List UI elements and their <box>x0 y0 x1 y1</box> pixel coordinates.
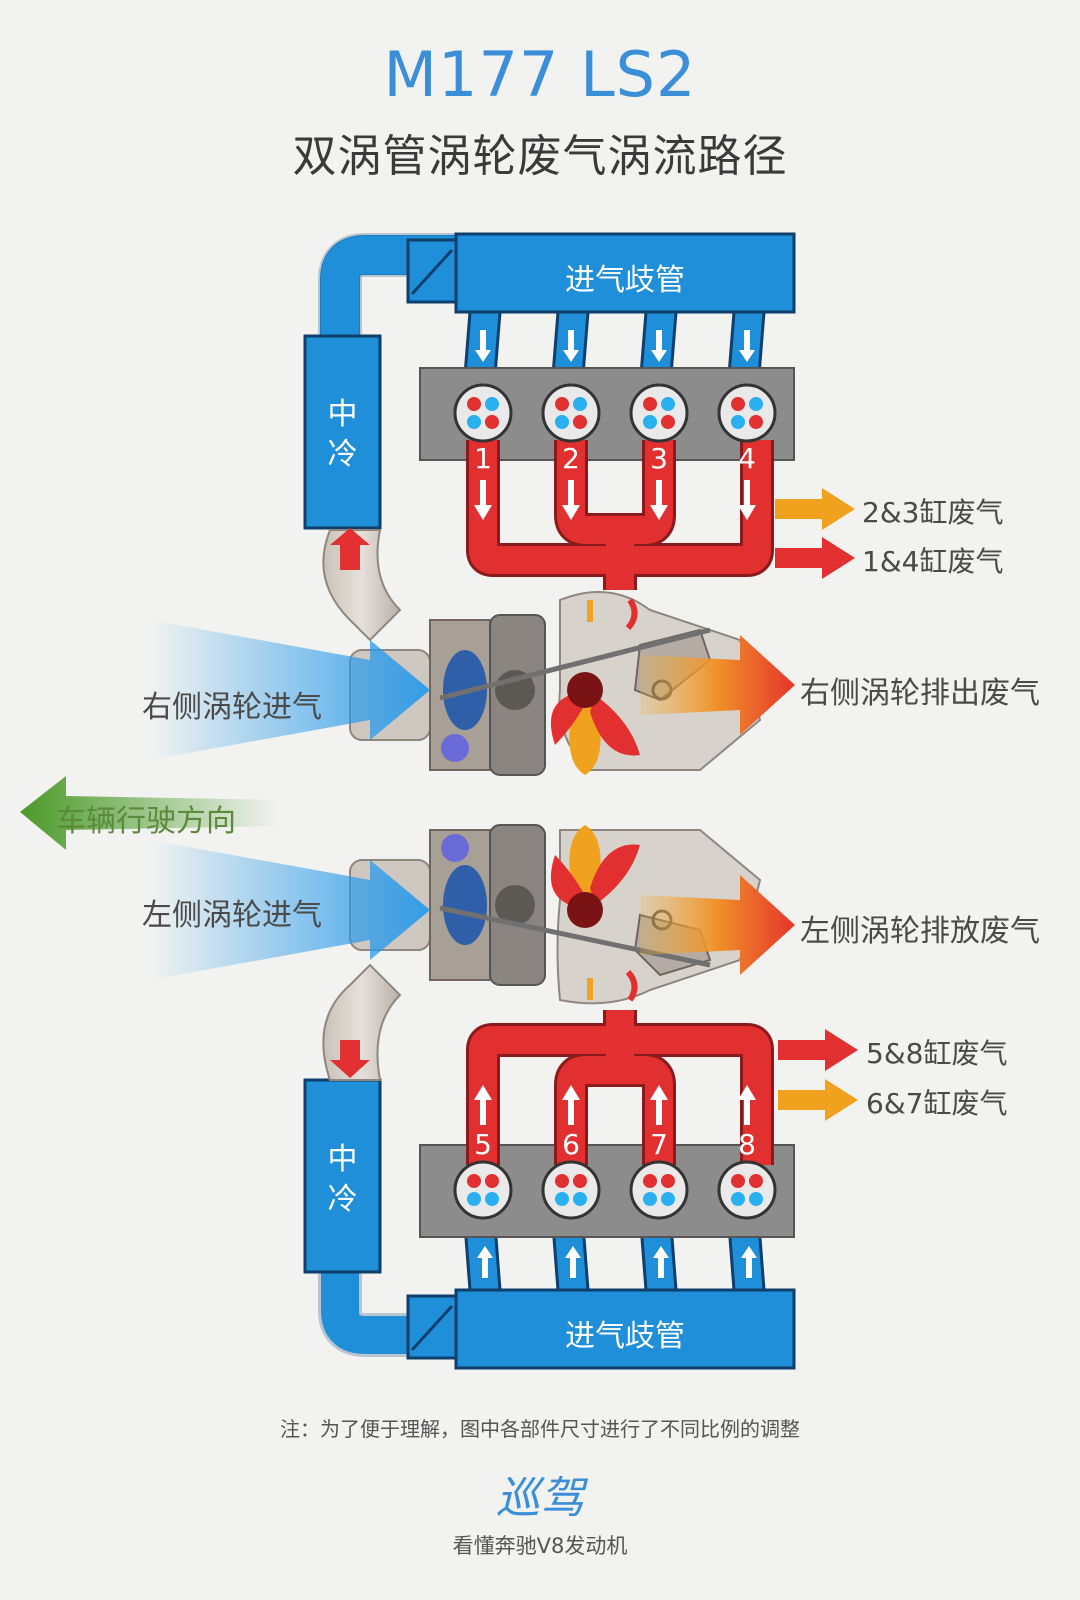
legend-label-67: 6&7缸废气 <box>866 1087 1008 1120</box>
legend-label-23: 2&3缸废气 <box>862 496 1004 529</box>
top-cylinder-ports <box>453 383 777 443</box>
right-exhaust-out <box>640 635 795 735</box>
right-turbo-intake-label: 右侧涡轮进气 <box>142 690 322 725</box>
footnote: 注：为了便于理解，图中各部件尺寸进行了不同比例的调整 <box>280 1417 800 1441</box>
right-turbo-exhaust-label: 右侧涡轮排出废气 <box>800 676 1040 711</box>
legend-label-14: 1&4缸废气 <box>862 545 1004 578</box>
cylinder-number: 8 <box>738 1128 756 1161</box>
top-runners <box>463 310 766 377</box>
cylinder-number: 6 <box>562 1128 580 1161</box>
legend-arrows <box>775 488 858 1121</box>
bottom-intercooler <box>303 1078 382 1274</box>
cylinder-number: 4 <box>738 442 756 475</box>
bottom-charge-pipe <box>321 1250 455 1354</box>
bottom-intake-manifold-label: 进气歧管 <box>565 1319 685 1354</box>
page-title: M177 LS2 <box>383 38 697 111</box>
cylinder-number: 2 <box>562 442 580 475</box>
left-turbo-intake-label: 左侧涡轮进气 <box>142 898 322 933</box>
right-intake-flow <box>150 620 430 760</box>
cylinder-number: 3 <box>650 442 668 475</box>
bottom-intercooler-label: 中 冷 <box>327 1142 358 1217</box>
top-intercooler-label: 中 冷 <box>327 397 358 472</box>
vehicle-direction-label: 车辆行驶方向 <box>56 804 236 839</box>
top-intake-manifold-label: 进气歧管 <box>565 263 685 298</box>
page-subtitle: 双涡管涡轮废气涡流路径 <box>292 131 788 182</box>
left-intake-flow <box>150 840 430 980</box>
cylinder-number: 7 <box>650 1128 668 1161</box>
brand-tagline: 看懂奔驰V8发动机 <box>452 1534 628 1558</box>
top-intake-manifold <box>454 232 796 314</box>
left-exhaust-out <box>640 875 795 975</box>
bottom-cylinder-ports <box>453 1160 777 1220</box>
top-intercooler <box>303 334 382 530</box>
bottom-intake-manifold <box>454 1288 796 1370</box>
brand-logo: 巡驾 <box>496 1473 584 1524</box>
legend-label-58: 5&8缸废气 <box>866 1037 1008 1070</box>
cylinder-number: 5 <box>474 1128 492 1161</box>
bottom-exhaust-manifold <box>469 1010 771 1165</box>
cylinder-number: 1 <box>474 442 492 475</box>
left-turbo-exhaust-label: 左侧涡轮排放废气 <box>800 914 1040 949</box>
vehicle-direction-arrow <box>20 776 280 850</box>
